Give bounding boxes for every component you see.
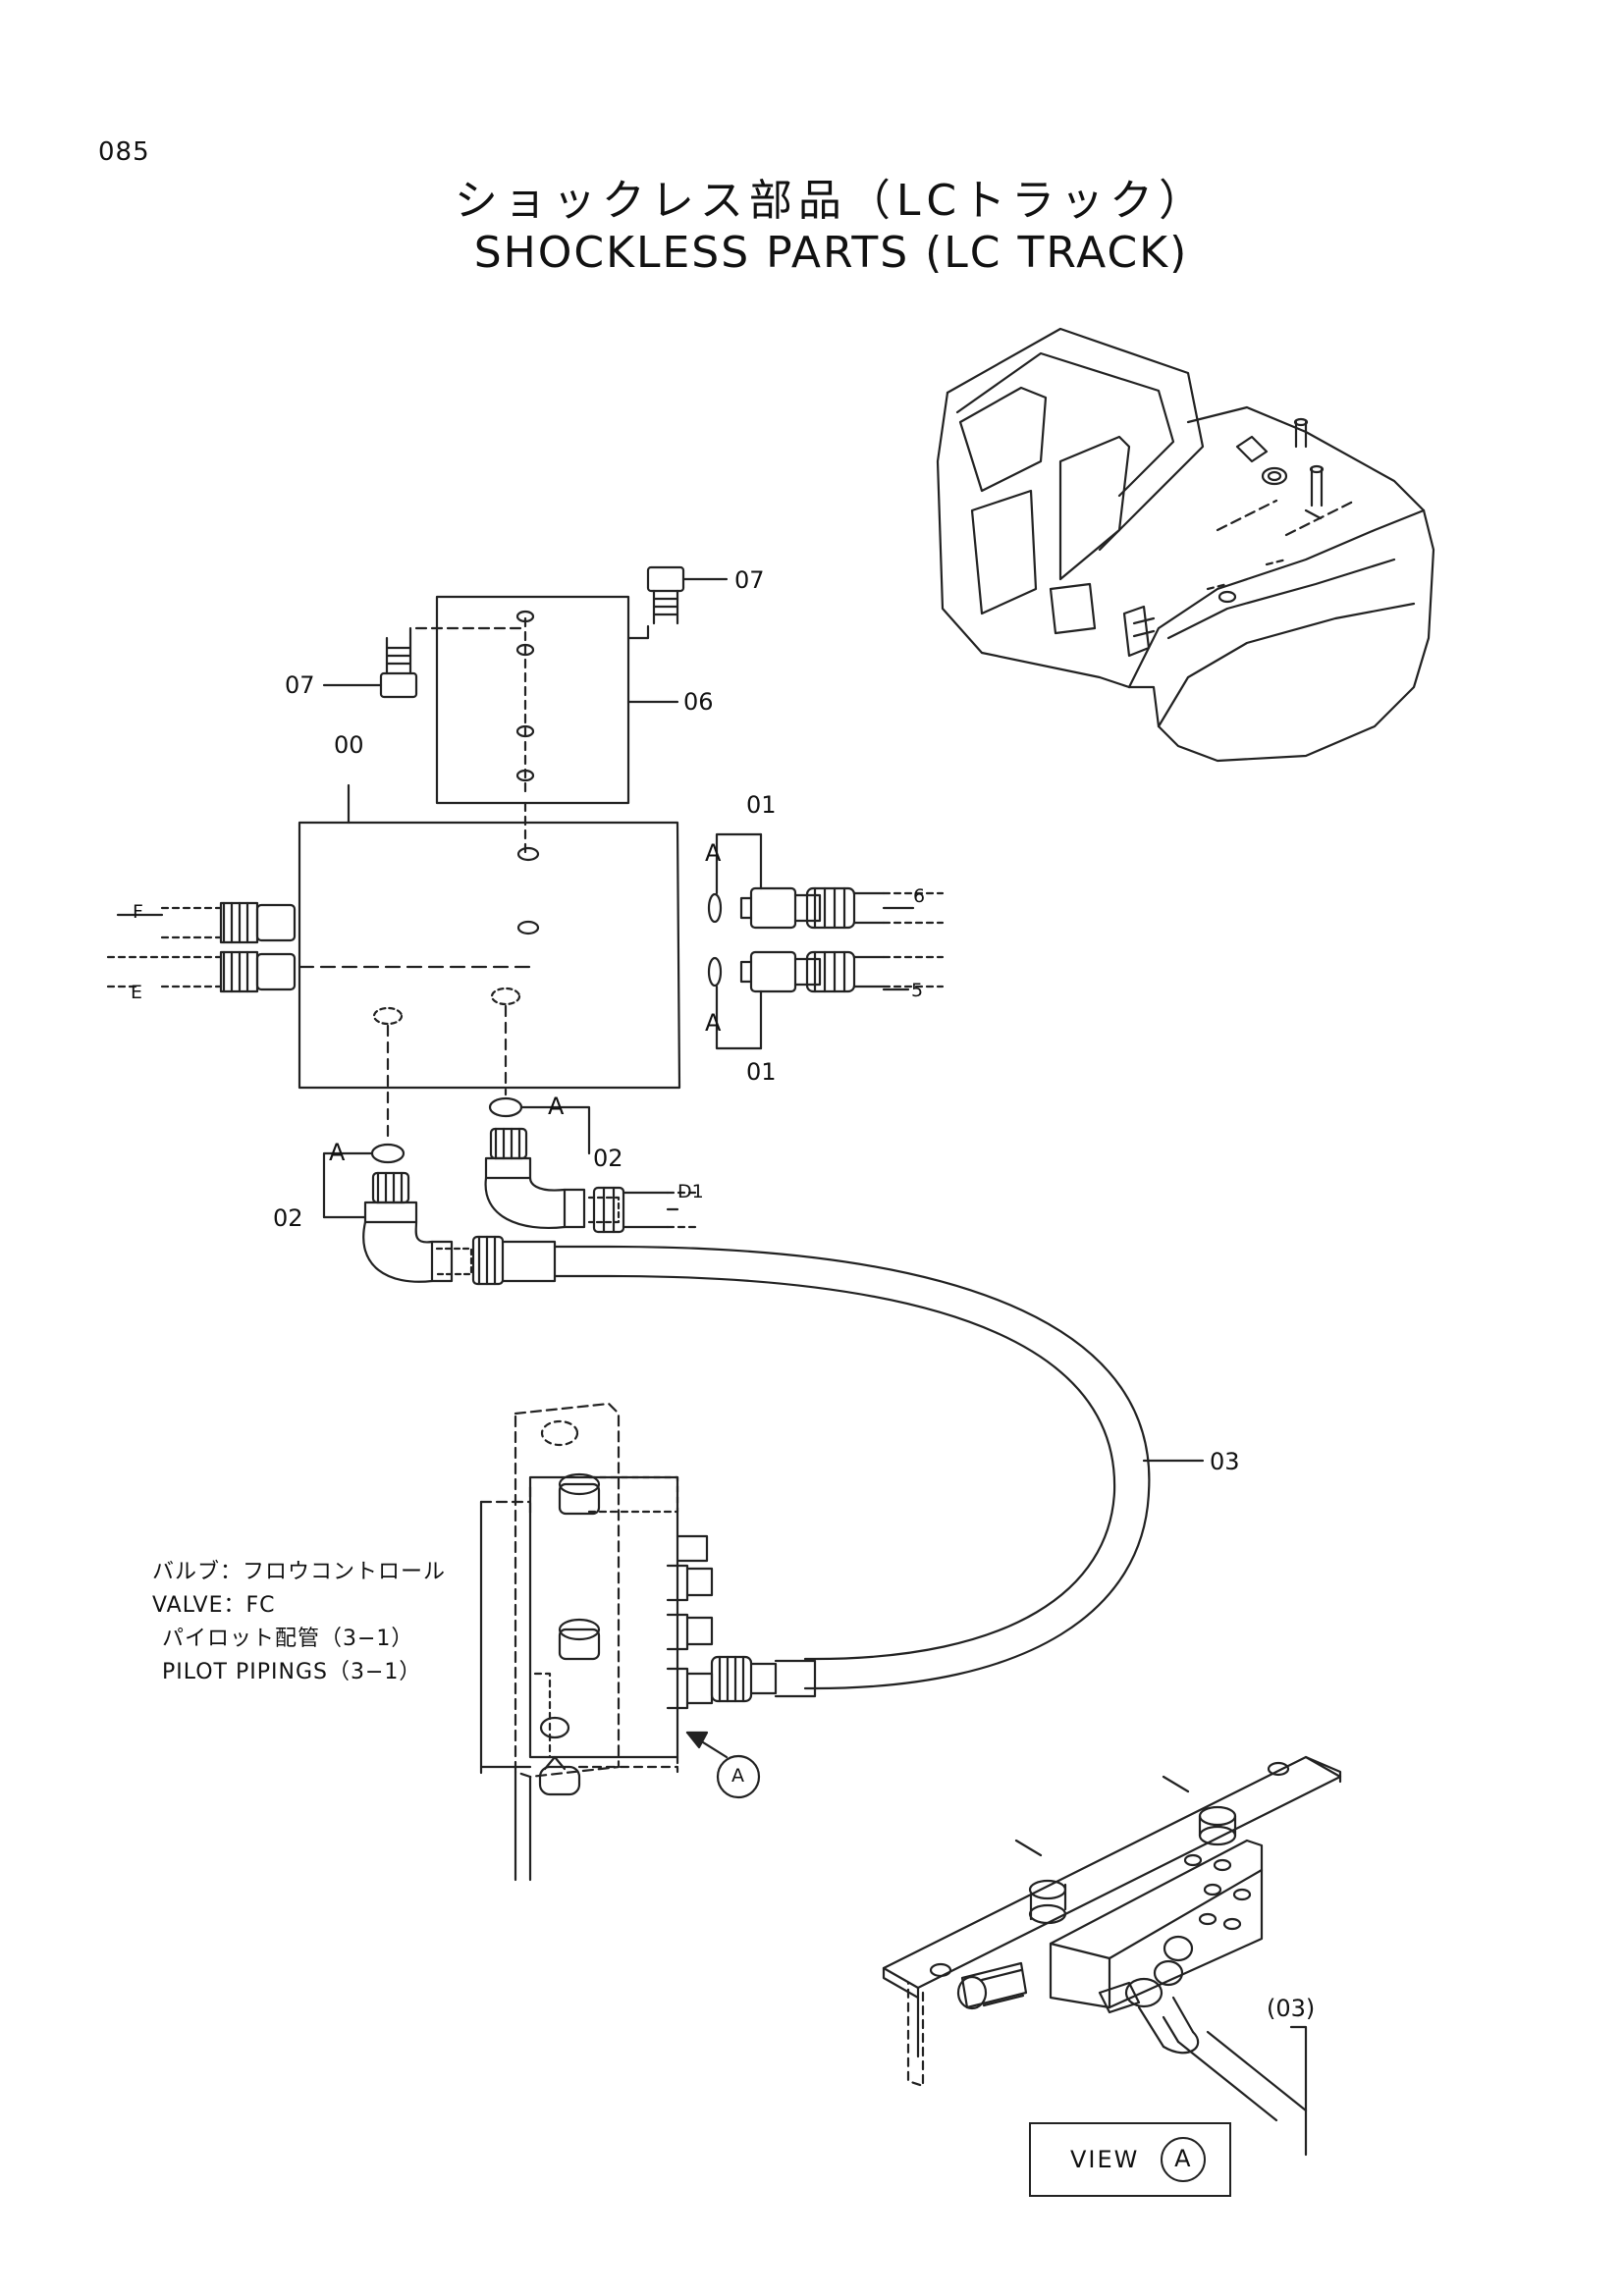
callout-02-right: 02: [593, 1145, 623, 1172]
callout-01-top: 01: [746, 791, 777, 819]
port-label-f: F: [133, 901, 143, 923]
fitting-F: [116, 901, 297, 944]
view-letter: A: [1161, 2137, 1207, 2182]
port-label-5: 5: [911, 980, 924, 1001]
fitting-01-upper: [707, 832, 945, 930]
elbow-02-left: [322, 1171, 473, 1283]
callout-03-view: (03): [1267, 1995, 1316, 2022]
callout-07-left: 07: [285, 671, 315, 699]
title-japanese: ショックレス部品（LCトラック）: [454, 176, 1209, 226]
oring-label-a-top: A: [705, 839, 722, 867]
view-a-marker: A: [731, 1765, 744, 1787]
callout-07-top: 07: [734, 566, 765, 594]
reference-pilot-en: PILOT PIPINGS（3−1）: [162, 1660, 422, 1684]
bolt-07-top: [646, 565, 729, 625]
fitting-E: [106, 950, 297, 993]
excavator-illustration: [936, 327, 1435, 763]
oring-label-a-left: A: [329, 1139, 346, 1166]
callout-03: 03: [1210, 1448, 1240, 1475]
elbow-02-right: [484, 1127, 699, 1234]
oring-label-a-bottom: A: [705, 1009, 722, 1037]
main-block-00: [298, 783, 681, 1141]
page-number: 085: [98, 137, 150, 167]
view-label: VIEW: [1070, 2146, 1140, 2173]
hose-03: [471, 1235, 1205, 1690]
title-english: SHOCKLESS PARTS (LC TRACK): [473, 228, 1189, 278]
view-a-detail: [882, 1755, 1342, 2157]
callout-06: 06: [683, 688, 714, 716]
port-label-e: E: [131, 982, 143, 1003]
reference-pilot-jp: パイロット配管（3−1）: [162, 1627, 414, 1651]
callout-00: 00: [334, 731, 364, 759]
port-label-d1: D1: [677, 1181, 704, 1202]
port-label-6: 6: [913, 885, 926, 907]
bolt-07-left: [322, 626, 527, 699]
block-06: [435, 595, 679, 805]
callout-01-bottom: 01: [746, 1058, 777, 1086]
reference-valve-jp: バルブ：フロウコントロール: [152, 1560, 447, 1584]
fitting-01-lower: [707, 950, 945, 1050]
oring-label-a-right: A: [548, 1093, 565, 1120]
reference-valve-en: VALVE：FC: [152, 1593, 276, 1618]
view-a-box: VIEW A: [1029, 2122, 1231, 2197]
valve-fc-body: [528, 1472, 817, 1796]
callout-02-left: 02: [273, 1204, 303, 1232]
